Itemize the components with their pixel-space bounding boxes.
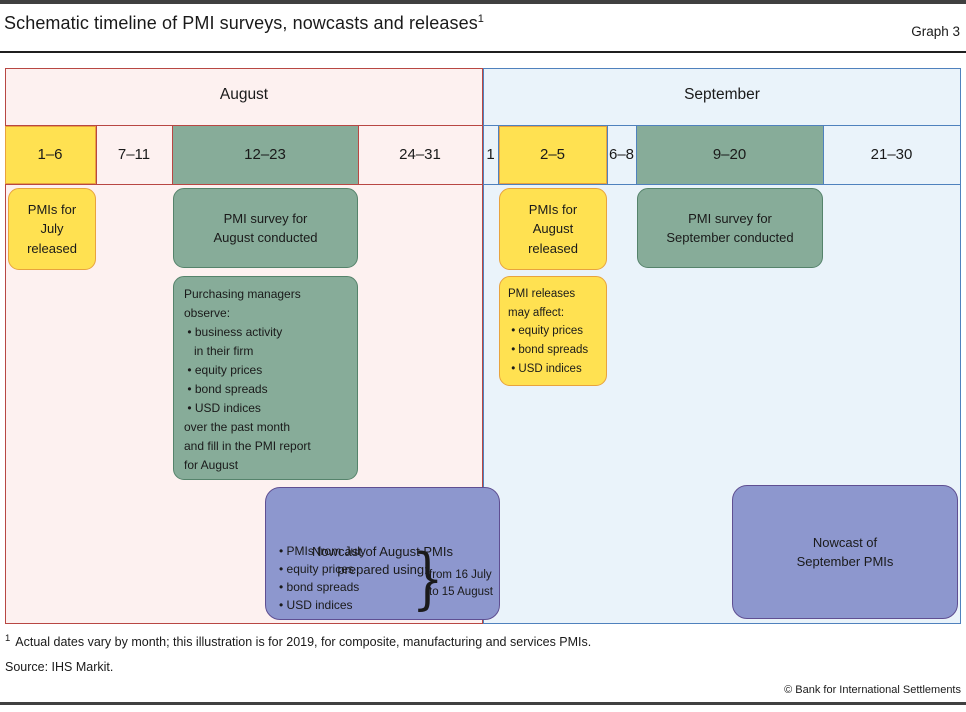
august-nowcast-data-window: from 16 July to 15 August xyxy=(429,569,493,599)
august-month-label: August xyxy=(219,86,269,103)
september-dates-6-8-cell: 6–8 xyxy=(606,125,637,184)
september-dates-21-30-cell: 21–30 xyxy=(822,125,961,184)
footnote-marker: 1 xyxy=(5,633,11,644)
footnote-text: Actual dates vary by month; this illustr… xyxy=(15,635,592,650)
graph-number-label: Graph 3 xyxy=(911,24,960,39)
brace-glyph: } xyxy=(412,540,444,618)
august-observe-details-box: Purchasing managers observe: • business … xyxy=(173,276,358,480)
september-dates-2-5-cell: 2–5 xyxy=(498,125,607,184)
august-nowcast-title: Nowcast of August PMIs prepared using: xyxy=(312,544,453,578)
september-date-1-cell: 1 xyxy=(482,125,499,184)
footnote: 1 Actual dates vary by month; this illust… xyxy=(5,633,591,649)
august-date-row: 1–6 7–11 12–23 24–31 xyxy=(4,124,483,185)
pmi-releases-affect-box: PMI releases may affect: • equity prices… xyxy=(499,276,607,386)
september-month-label: September xyxy=(684,86,760,103)
september-dates-9-20-cell: 9–20 xyxy=(636,125,823,184)
copyright-notice: © Bank for International Settlements xyxy=(784,684,961,696)
august-survey-box: PMI survey for August conducted xyxy=(173,188,358,268)
page-title: Schematic timeline of PMI surveys, nowca… xyxy=(4,13,484,34)
page-title-text: Schematic timeline of PMI surveys, nowca… xyxy=(4,13,478,33)
title-underline-rule xyxy=(0,51,966,53)
august-nowcast-box: Nowcast of August PMIs prepared using: •… xyxy=(265,487,500,620)
august-dates-12-23-cell: 12–23 xyxy=(172,125,358,184)
august-dates-7-11-cell: 7–11 xyxy=(95,125,173,184)
august-nowcast-inputs-list: • PMIs from July • equity prices • bond … xyxy=(279,544,366,612)
september-date-row: 1 2–5 6–8 9–20 21–30 xyxy=(482,124,961,185)
bottom-rule xyxy=(0,702,966,705)
august-dates-1-6-cell: 1–6 xyxy=(4,125,96,184)
august-month-panel: August 1–6 7–11 12–23 24–31 xyxy=(4,68,483,624)
top-rule xyxy=(0,0,966,4)
july-pmis-released-box: PMIs for July released xyxy=(8,188,96,270)
source-line: Source: IHS Markit. xyxy=(5,660,114,674)
september-survey-box: PMI survey for September conducted xyxy=(637,188,823,268)
september-nowcast-box: Nowcast of September PMIs xyxy=(732,485,958,619)
title-footnote-marker: 1 xyxy=(477,13,485,25)
august-pmis-released-box: PMIs for August released xyxy=(499,188,607,270)
august-dates-24-31-cell: 24–31 xyxy=(357,125,483,184)
